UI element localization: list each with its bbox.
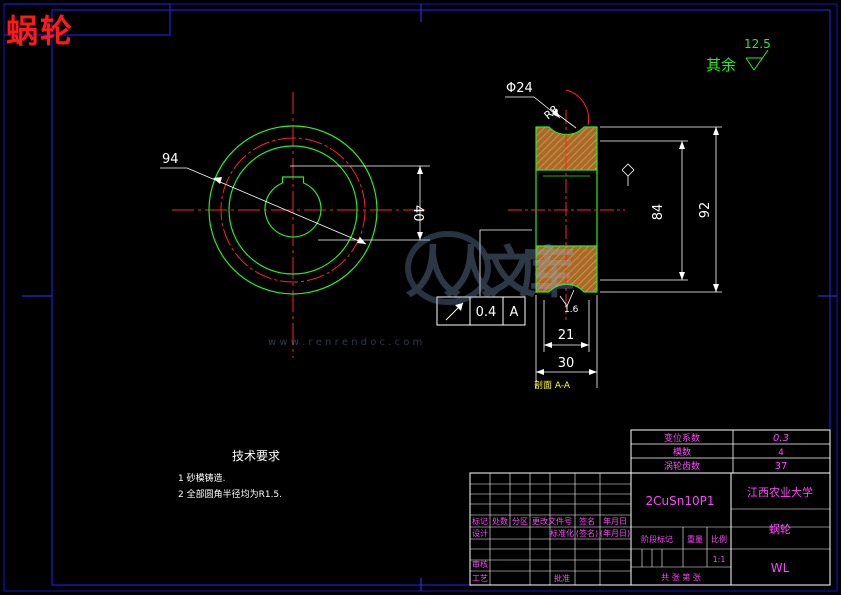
tb-header-5: 签名 xyxy=(579,516,595,526)
tb-date: (年月日) xyxy=(600,528,630,538)
phi24-text: Φ24 xyxy=(506,81,533,96)
tb-header-4: 更改文件号 xyxy=(532,516,572,526)
dim40-text: 40 xyxy=(410,205,425,222)
tb-standard: 标准化 xyxy=(550,528,574,538)
param-label-1: 变位系数 xyxy=(664,432,700,444)
tb-school: 江西农业大学 xyxy=(747,485,813,499)
bore-with-keyway xyxy=(264,176,322,238)
param-table-box xyxy=(630,429,831,474)
roughness-value: 12.5 xyxy=(744,37,771,51)
dim30-text: 30 xyxy=(558,356,575,371)
tolerance-frame: 0.4 A xyxy=(436,296,526,326)
param-label-2: 模数 xyxy=(673,446,691,458)
param-value-1: 0.3 xyxy=(773,433,789,444)
pitch-circle xyxy=(220,137,366,283)
phi24-leader xyxy=(505,96,561,119)
inner-frame xyxy=(51,9,831,586)
tb-scale: 1:1 xyxy=(713,555,726,564)
r8-leader xyxy=(551,109,577,129)
title-corner-box xyxy=(4,3,171,36)
param-value-2: 4 xyxy=(778,448,784,458)
dim84-text: 84 xyxy=(651,204,666,221)
tb-header-6: 年月日 xyxy=(603,516,627,526)
dim84-arrow-top xyxy=(679,141,685,149)
watermark-url: w w w . r e n r e n d o c . c o m xyxy=(268,337,422,348)
tech-req-title: 技术要求 xyxy=(232,449,280,463)
corner-title: 蜗轮 xyxy=(6,12,75,50)
side-roughness-symbol xyxy=(621,163,635,177)
dim94-arrow-a xyxy=(213,177,222,184)
outer-circle xyxy=(208,125,378,295)
dim84-arrow-bottom xyxy=(679,272,685,280)
phi24-arrow xyxy=(552,109,560,118)
inner-roughness-text: 1.6 xyxy=(564,305,579,315)
tb-header-1: 标记 xyxy=(472,516,488,526)
dim92-arrow-bottom xyxy=(713,284,719,292)
tb-stage-mark: 阶段标记 xyxy=(641,534,673,544)
tb-scale-label: 比例 xyxy=(711,534,727,544)
dim92-text: 92 xyxy=(698,202,713,219)
dim21-text: 21 xyxy=(558,328,575,343)
roughness-check-icon xyxy=(745,49,769,71)
tb-weight: 重量 xyxy=(687,534,703,544)
dim94-leader xyxy=(160,167,367,245)
root-circle xyxy=(228,145,358,275)
tolerance-box xyxy=(436,296,526,326)
section-hatch-bottom xyxy=(535,245,598,293)
tb-material: 2CuSn10P1 xyxy=(646,494,715,508)
datum-leader xyxy=(479,229,532,296)
tolerance-value: 0.4 xyxy=(476,305,497,320)
dim94-arrow-b xyxy=(357,237,366,244)
dim21-arrow-right xyxy=(581,342,589,348)
tb-sheets: 共 张 第 张 xyxy=(661,572,701,582)
tech-req-item-1: 1 砂模铸造. xyxy=(178,472,225,484)
section-hatch-top xyxy=(535,126,598,171)
watermark-ring xyxy=(405,231,491,305)
tolerance-datum: A xyxy=(510,305,519,320)
tb-header-2: 处数 xyxy=(492,516,508,526)
dim30-arrow-left xyxy=(536,369,544,375)
tb-approve: 批准 xyxy=(554,573,570,583)
title-block: 标记 处数 分区 更改文件号 签名 年月日 设计 标准化 (签名) (年月日) … xyxy=(469,472,831,586)
dim40-arrow-top xyxy=(417,166,423,174)
tb-process: 工艺 xyxy=(472,574,488,583)
watermark: 人人文库 w w w . r e n r e n d o c . c o m xyxy=(268,231,575,348)
tb-header-3: 分区 xyxy=(512,517,528,526)
tb-review: 审核 xyxy=(472,559,488,569)
section-label: 剖面 A-A xyxy=(534,379,571,391)
param-table: 变位系数 模数 涡轮齿数 0.3 4 37 xyxy=(630,429,831,474)
param-label-3: 涡轮齿数 xyxy=(664,460,700,472)
roughness-label: 其余 xyxy=(706,56,736,74)
dim40-arrow-bottom xyxy=(417,232,423,240)
tech-req-item-2: 2 全部圆角半径均为R1.5. xyxy=(178,488,282,500)
tb-design: 设计 xyxy=(472,528,488,538)
inner-roughness-symbol xyxy=(559,289,575,307)
tb-drawing-no: WL xyxy=(771,561,790,575)
general-roughness: 其余 12.5 xyxy=(706,37,771,74)
pitch-arc xyxy=(565,89,590,126)
dim30-arrow-right xyxy=(589,369,597,375)
title-block-box xyxy=(469,472,831,586)
section-view xyxy=(479,89,722,388)
param-value-3: 37 xyxy=(775,461,788,472)
tb-part-name: 蜗轮 xyxy=(769,522,791,536)
dim21-arrow-left xyxy=(544,342,552,348)
tb-sign: (签名) xyxy=(576,528,598,538)
runout-arrow-head xyxy=(455,303,463,311)
dim94-text: 94 xyxy=(162,152,179,167)
front-view xyxy=(160,92,430,358)
watermark-text: 人人文库 xyxy=(405,240,575,306)
dim92-arrow-top xyxy=(713,127,719,135)
